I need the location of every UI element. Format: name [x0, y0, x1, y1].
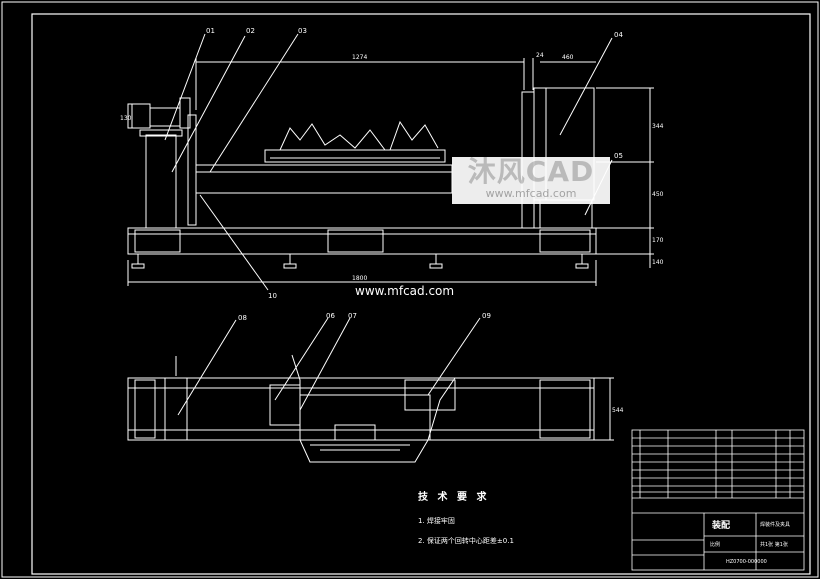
callout-05: 05: [614, 152, 623, 160]
dim-24: 24: [536, 52, 544, 59]
callout-01: 01: [206, 27, 215, 35]
part-name: 焊装件及夹具: [760, 521, 790, 528]
tech-note-1: 1. 焊接牢固: [418, 517, 455, 525]
callout-labels: 01 02 03 04 05 10 08 06 07 09: [206, 27, 623, 322]
plan-view: [127, 317, 614, 463]
dim-460: 460: [562, 54, 574, 61]
title-block-text: 装配 焊装件及夹具 比例 共1张 第1张 HZ0700-000000: [710, 519, 790, 565]
callout-02: 02: [246, 27, 255, 35]
dimension-labels: 1274 24 460 1800 344 450 170 140 130 544: [120, 52, 664, 414]
remark: 共1张 第1张: [760, 541, 788, 548]
title-block: [631, 429, 805, 571]
callout-06: 06: [326, 312, 335, 320]
drawing-number: HZ0700-000000: [726, 559, 767, 565]
callout-03: 03: [298, 27, 307, 35]
watermark-logo: 沐风CAD: [467, 155, 595, 188]
tech-note-2: 2. 保证两个回转中心距差±0.1: [418, 537, 514, 545]
assembly-label: 装配: [711, 519, 730, 531]
scale-label: 比例: [710, 541, 720, 548]
dim-344: 344: [652, 123, 664, 130]
site-url: www.mfcad.com: [355, 284, 455, 298]
dim-130: 130: [120, 115, 132, 122]
dim-140: 140: [652, 259, 664, 266]
callout-08: 08: [238, 314, 247, 322]
watermark-url: www.mfcad.com: [485, 187, 577, 200]
dim-450: 450: [652, 191, 664, 198]
watermark: 沐风CAD www.mfcad.com: [452, 157, 610, 204]
callout-10: 10: [268, 292, 277, 300]
callout-07: 07: [348, 312, 357, 320]
front-view: [127, 33, 654, 291]
dim-170: 170: [652, 237, 664, 244]
callout-09: 09: [482, 312, 491, 320]
dim-1800: 1800: [352, 275, 367, 282]
technical-requirements-title: 技 术 要 求: [418, 492, 490, 503]
dim-544: 544: [612, 407, 624, 414]
dim-1274: 1274: [352, 54, 367, 61]
inner-border: [31, 13, 811, 575]
callout-04: 04: [614, 31, 623, 39]
